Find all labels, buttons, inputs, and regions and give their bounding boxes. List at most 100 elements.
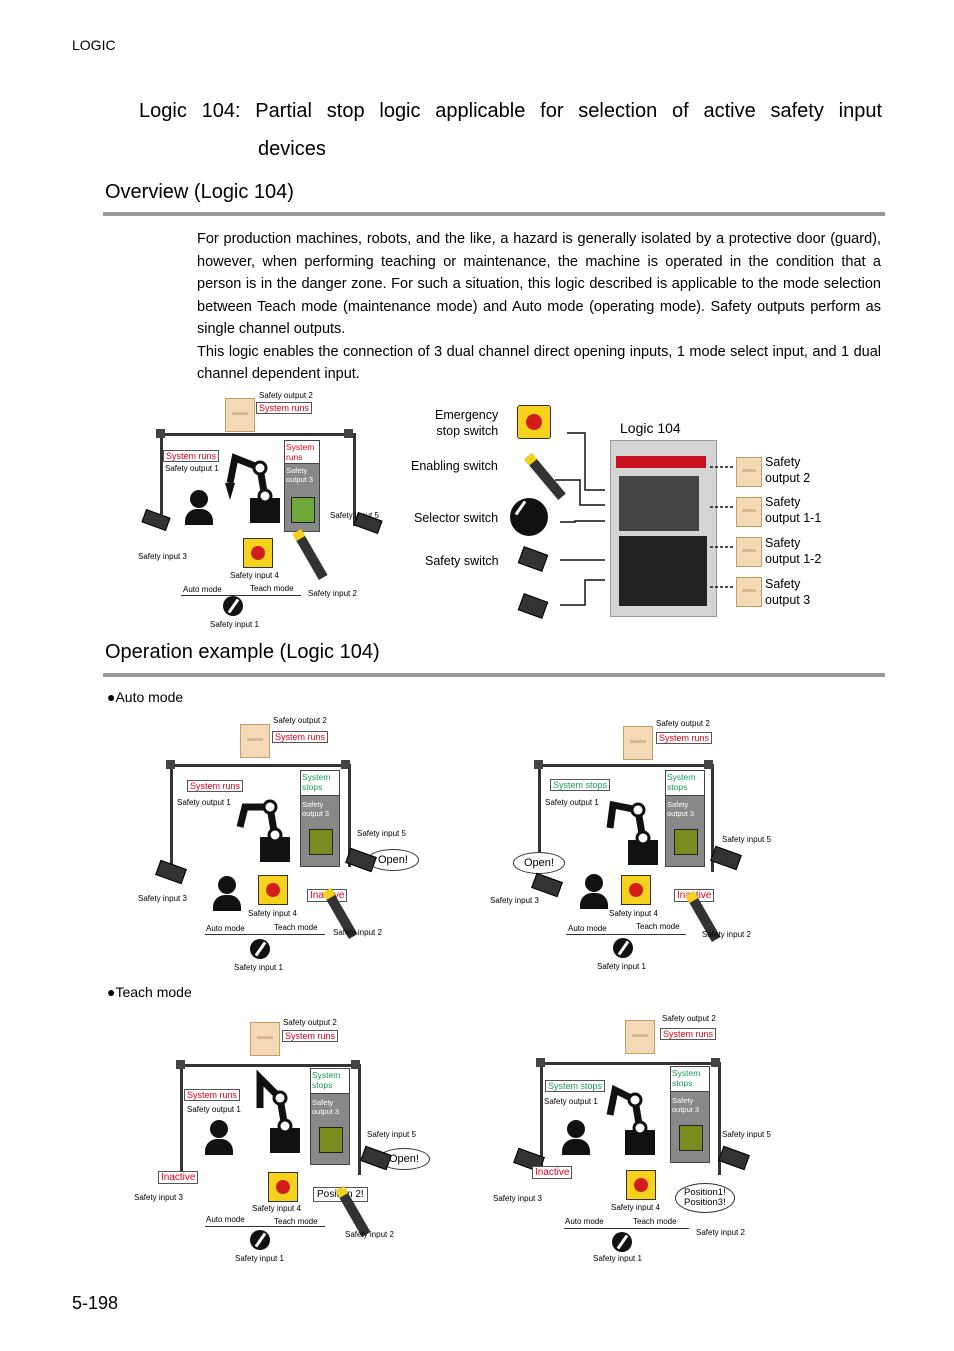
label-si2: Safety input 2: [308, 589, 357, 598]
title-line-1: Logic 104: Partial stop logic applicable…: [139, 100, 882, 122]
label-so1: Safety output 1: [177, 798, 231, 807]
fence-post: [176, 1060, 185, 1069]
label-enabling: Enabling switch: [411, 459, 498, 473]
robot-icon: [606, 1084, 655, 1155]
page-title: Logic 104: Partial stop logic applicable…: [139, 92, 882, 168]
label-teach: Teach mode: [250, 584, 294, 593]
label-si4: Safety input 4: [611, 1203, 660, 1212]
safety-switch-icon: [531, 872, 563, 898]
relay-icon: [736, 497, 762, 527]
fence: [540, 1062, 721, 1175]
estop-icon: [626, 1170, 656, 1200]
label-so2: Safety output 2: [273, 716, 327, 725]
wiring-lines: [555, 432, 605, 606]
estop-icon: [517, 405, 551, 439]
selector-switch-icon: [510, 498, 548, 536]
header-label: LOGIC: [72, 37, 116, 53]
selector-switch-icon: [613, 938, 633, 958]
fence-post: [156, 429, 165, 438]
overview-rule: [103, 212, 885, 216]
tag-system-stops: System stops: [550, 779, 611, 791]
label-si2: Safety input 2: [696, 1228, 745, 1237]
fence: [170, 764, 351, 867]
label-auto: Auto mode: [568, 924, 607, 933]
fence-post: [166, 760, 175, 769]
label-si4: Safety input 4: [248, 909, 297, 918]
label-teach: Teach mode: [274, 1217, 318, 1226]
overview-text: For production machines, robots, and the…: [197, 228, 881, 386]
label-si3: Safety input 3: [493, 1194, 542, 1203]
label-teach: Teach mode: [274, 923, 318, 932]
tag-system-runs: System runs: [272, 731, 329, 743]
robot-icon: [606, 800, 658, 865]
label-si1: Safety input 1: [597, 962, 646, 971]
open-bubble: Open!: [378, 1148, 430, 1170]
label-auto: Auto mode: [206, 1215, 245, 1224]
mode-line: [181, 595, 301, 596]
relay-icon: [240, 724, 270, 758]
label-si4: Safety input 4: [252, 1204, 301, 1213]
label-si1: Safety input 1: [593, 1254, 642, 1263]
estop-icon: [258, 875, 288, 905]
tag-inactive: Inactive: [158, 1171, 199, 1184]
label-si4: Safety input 4: [609, 909, 658, 918]
safety-switch-icon: [710, 845, 742, 871]
selector-switch-icon: [223, 596, 243, 616]
auto-scene-2: Safety output 2 System runs System stops…: [488, 712, 788, 977]
mode-line: [564, 1228, 689, 1229]
tag-system-runs: System runs: [656, 732, 713, 744]
label-so2: Safety output 2: [283, 1018, 337, 1027]
page-number: 5-198: [72, 1293, 119, 1313]
fence-post: [711, 1058, 720, 1067]
label-si5: Safety input 5: [722, 835, 771, 844]
person-icon: [205, 1120, 233, 1156]
label-so2: Safety output 2: [662, 1014, 716, 1023]
robot-icon: [256, 1069, 300, 1153]
title-line-2: devices: [258, 138, 326, 160]
safety-switch-icon: [517, 593, 549, 619]
tag-system-runs: System runs: [163, 450, 220, 462]
mode-line: [205, 1226, 325, 1227]
person-icon: [562, 1120, 590, 1156]
fence-post: [351, 1060, 360, 1069]
enabling-switch-icon: [292, 529, 328, 580]
mode-line: [566, 934, 686, 935]
auto-scene-1: Safety output 2 System runs System runs …: [135, 712, 425, 977]
label-so1: Safety output 1: [544, 1097, 598, 1106]
relay-icon: [736, 537, 762, 567]
mode-line: [205, 934, 325, 935]
estop-icon: [268, 1172, 298, 1202]
relay-icon: [625, 1020, 655, 1054]
safety-switch-icon: [517, 546, 549, 572]
fence-post: [341, 760, 350, 769]
person-icon: [213, 876, 241, 912]
paragraph-2: This logic enables the connection of 3 d…: [197, 343, 881, 383]
tag-system-runs: System runs: [660, 1028, 717, 1040]
selector-switch-icon: [250, 939, 270, 959]
teach-scene-2: Safety output 2 System runs System stops…: [490, 1010, 790, 1270]
label-auto: Auto mode: [183, 585, 222, 594]
label-si2: Safety input 2: [702, 930, 751, 939]
label-si1: Safety input 1: [235, 1254, 284, 1263]
open-bubble: Open!: [367, 849, 419, 871]
label-so1: Safety output 1: [545, 798, 599, 807]
position-bubble: Position1!Position3!: [675, 1183, 735, 1213]
overview-heading: Overview (Logic 104): [105, 181, 294, 203]
fence-post: [534, 760, 543, 769]
selector-switch-icon: [612, 1232, 632, 1252]
fence: [538, 764, 714, 872]
tag-system-runs: System runs: [187, 780, 244, 792]
teach-scene-1: Safety output 2 System runs System runs …: [130, 1010, 430, 1270]
label-so2: Safety output 2: [656, 719, 710, 728]
label-si5: Safety input 5: [357, 829, 406, 838]
tag-system-runs: System runs: [184, 1089, 241, 1101]
